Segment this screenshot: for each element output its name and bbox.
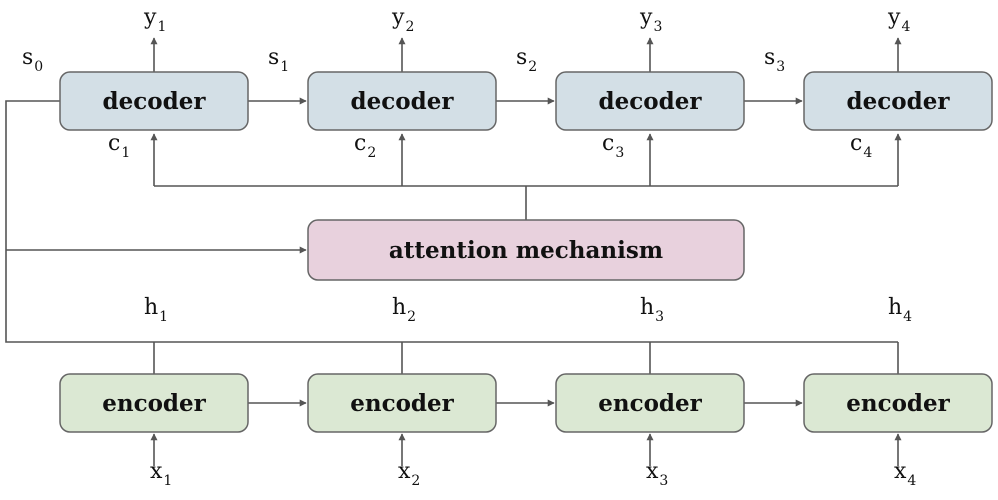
- encoder-box-1-label: encoder: [102, 390, 206, 417]
- output-label-y2-base: y: [391, 5, 405, 30]
- context-label-c1: c1: [108, 131, 130, 161]
- encoder-box-4-label: encoder: [846, 390, 950, 417]
- decoder-box-2-rect: [307, 71, 497, 131]
- decoder-box-4: decoder: [803, 71, 993, 131]
- hidden-label-h4: h4: [888, 295, 912, 325]
- decoder-box-4-label: decoder: [847, 88, 951, 115]
- decoder-box-2: decoder: [307, 71, 497, 131]
- state-label-s3: s3: [764, 45, 785, 75]
- hidden-label-h3-base: h: [640, 295, 654, 320]
- input-label-x1-base: x: [150, 459, 163, 484]
- state-label-s2: s2: [516, 45, 537, 75]
- encoder-box-4-rect: [803, 373, 993, 433]
- state-label-s1-subscript: 1: [280, 59, 289, 75]
- encoder-box-4: encoder: [803, 373, 993, 433]
- state-label-s1-base: s: [268, 45, 279, 70]
- output-label-y4-base: y: [887, 5, 901, 30]
- hidden-label-h4-subscript: 4: [903, 309, 912, 325]
- input-label-x2: x2: [398, 459, 420, 489]
- boxes-layer: decoder decoder decoder decoder attention me…: [59, 71, 993, 433]
- decoder-box-3: decoder: [555, 71, 745, 131]
- hidden-label-h4-base: h: [888, 295, 902, 320]
- input-label-x4-subscript: 4: [907, 473, 916, 489]
- output-label-y3-base: y: [639, 5, 653, 30]
- decoder-box-1-rect: [59, 71, 249, 131]
- output-label-y2-subscript: 2: [405, 19, 414, 35]
- context-label-c2-subscript: 2: [367, 145, 376, 161]
- context-label-c3-subscript: 3: [615, 145, 624, 161]
- hidden-label-h3-subscript: 3: [655, 309, 664, 325]
- input-label-x1-subscript: 1: [163, 473, 172, 489]
- attention-mechanism-box: attention mechanism: [307, 219, 745, 281]
- input-label-x4-base: x: [894, 459, 907, 484]
- hidden-label-h1: h1: [144, 295, 168, 325]
- context-label-c4: c4: [850, 131, 872, 161]
- hidden-label-h2: h2: [392, 295, 416, 325]
- hidden-label-h2-subscript: 2: [407, 309, 416, 325]
- state-label-s3-subscript: 3: [776, 59, 785, 75]
- state-label-s2-subscript: 2: [528, 59, 537, 75]
- encoder-box-3: encoder: [555, 373, 745, 433]
- input-label-x2-subscript: 2: [411, 473, 420, 489]
- input-label-x3: x3: [646, 459, 668, 489]
- encoder-box-2-rect: [307, 373, 497, 433]
- context-label-c3: c3: [602, 131, 624, 161]
- output-label-y1-subscript: 1: [157, 19, 166, 35]
- encoder-box-3-label: encoder: [598, 390, 702, 417]
- context-label-c3-base: c: [602, 131, 614, 156]
- state-label-s0-base: s: [22, 45, 33, 70]
- encoder-box-3-rect: [555, 373, 745, 433]
- decoder-box-1: decoder: [59, 71, 249, 131]
- connection-lines: [5, 37, 902, 466]
- context-label-c2: c2: [354, 131, 376, 161]
- output-label-y1-base: y: [143, 5, 157, 30]
- output-label-y1: y1: [143, 5, 166, 35]
- encoder-box-1: encoder: [59, 373, 249, 433]
- input-label-x2-base: x: [398, 459, 411, 484]
- context-label-c4-subscript: 4: [863, 145, 872, 161]
- hidden-label-h1-subscript: 1: [159, 309, 168, 325]
- state-label-s1: s1: [268, 45, 289, 75]
- state-label-s0-subscript: 0: [34, 59, 43, 75]
- state-label-s2-base: s: [516, 45, 527, 70]
- input-label-x3-base: x: [646, 459, 659, 484]
- encoder-box-2: encoder: [307, 373, 497, 433]
- output-label-y4-subscript: 4: [901, 19, 910, 35]
- decoder-box-3-rect: [555, 71, 745, 131]
- input-label-x1: x1: [150, 459, 172, 489]
- hidden-label-h3: h3: [640, 295, 664, 325]
- context-label-c2-base: c: [354, 131, 366, 156]
- decoder-box-1-label: decoder: [103, 88, 207, 115]
- output-label-y2: y2: [391, 5, 414, 35]
- context-label-c1-base: c: [108, 131, 120, 156]
- attention-mechanism-box-label: attention mechanism: [389, 237, 663, 264]
- output-label-y3: y3: [639, 5, 662, 35]
- encoder-box-1-rect: [59, 373, 249, 433]
- decoder-box-4-rect: [803, 71, 993, 131]
- hidden-label-h2-base: h: [392, 295, 406, 320]
- attention-mechanism-box-rect: [307, 219, 745, 281]
- context-label-c1-subscript: 1: [121, 145, 130, 161]
- hidden-label-h1-base: h: [144, 295, 158, 320]
- output-label-y3-subscript: 3: [653, 19, 662, 35]
- input-label-x4: x4: [894, 459, 916, 489]
- output-label-y4: y4: [887, 5, 910, 35]
- left-feedback-line: [5, 100, 898, 343]
- input-label-x3-subscript: 3: [659, 473, 668, 489]
- decoder-box-3-label: decoder: [599, 88, 703, 115]
- encoder-box-2-label: encoder: [350, 390, 454, 417]
- state-label-s3-base: s: [764, 45, 775, 70]
- context-label-c4-base: c: [850, 131, 862, 156]
- decoder-box-2-label: decoder: [351, 88, 455, 115]
- state-label-s0: s0: [22, 45, 43, 75]
